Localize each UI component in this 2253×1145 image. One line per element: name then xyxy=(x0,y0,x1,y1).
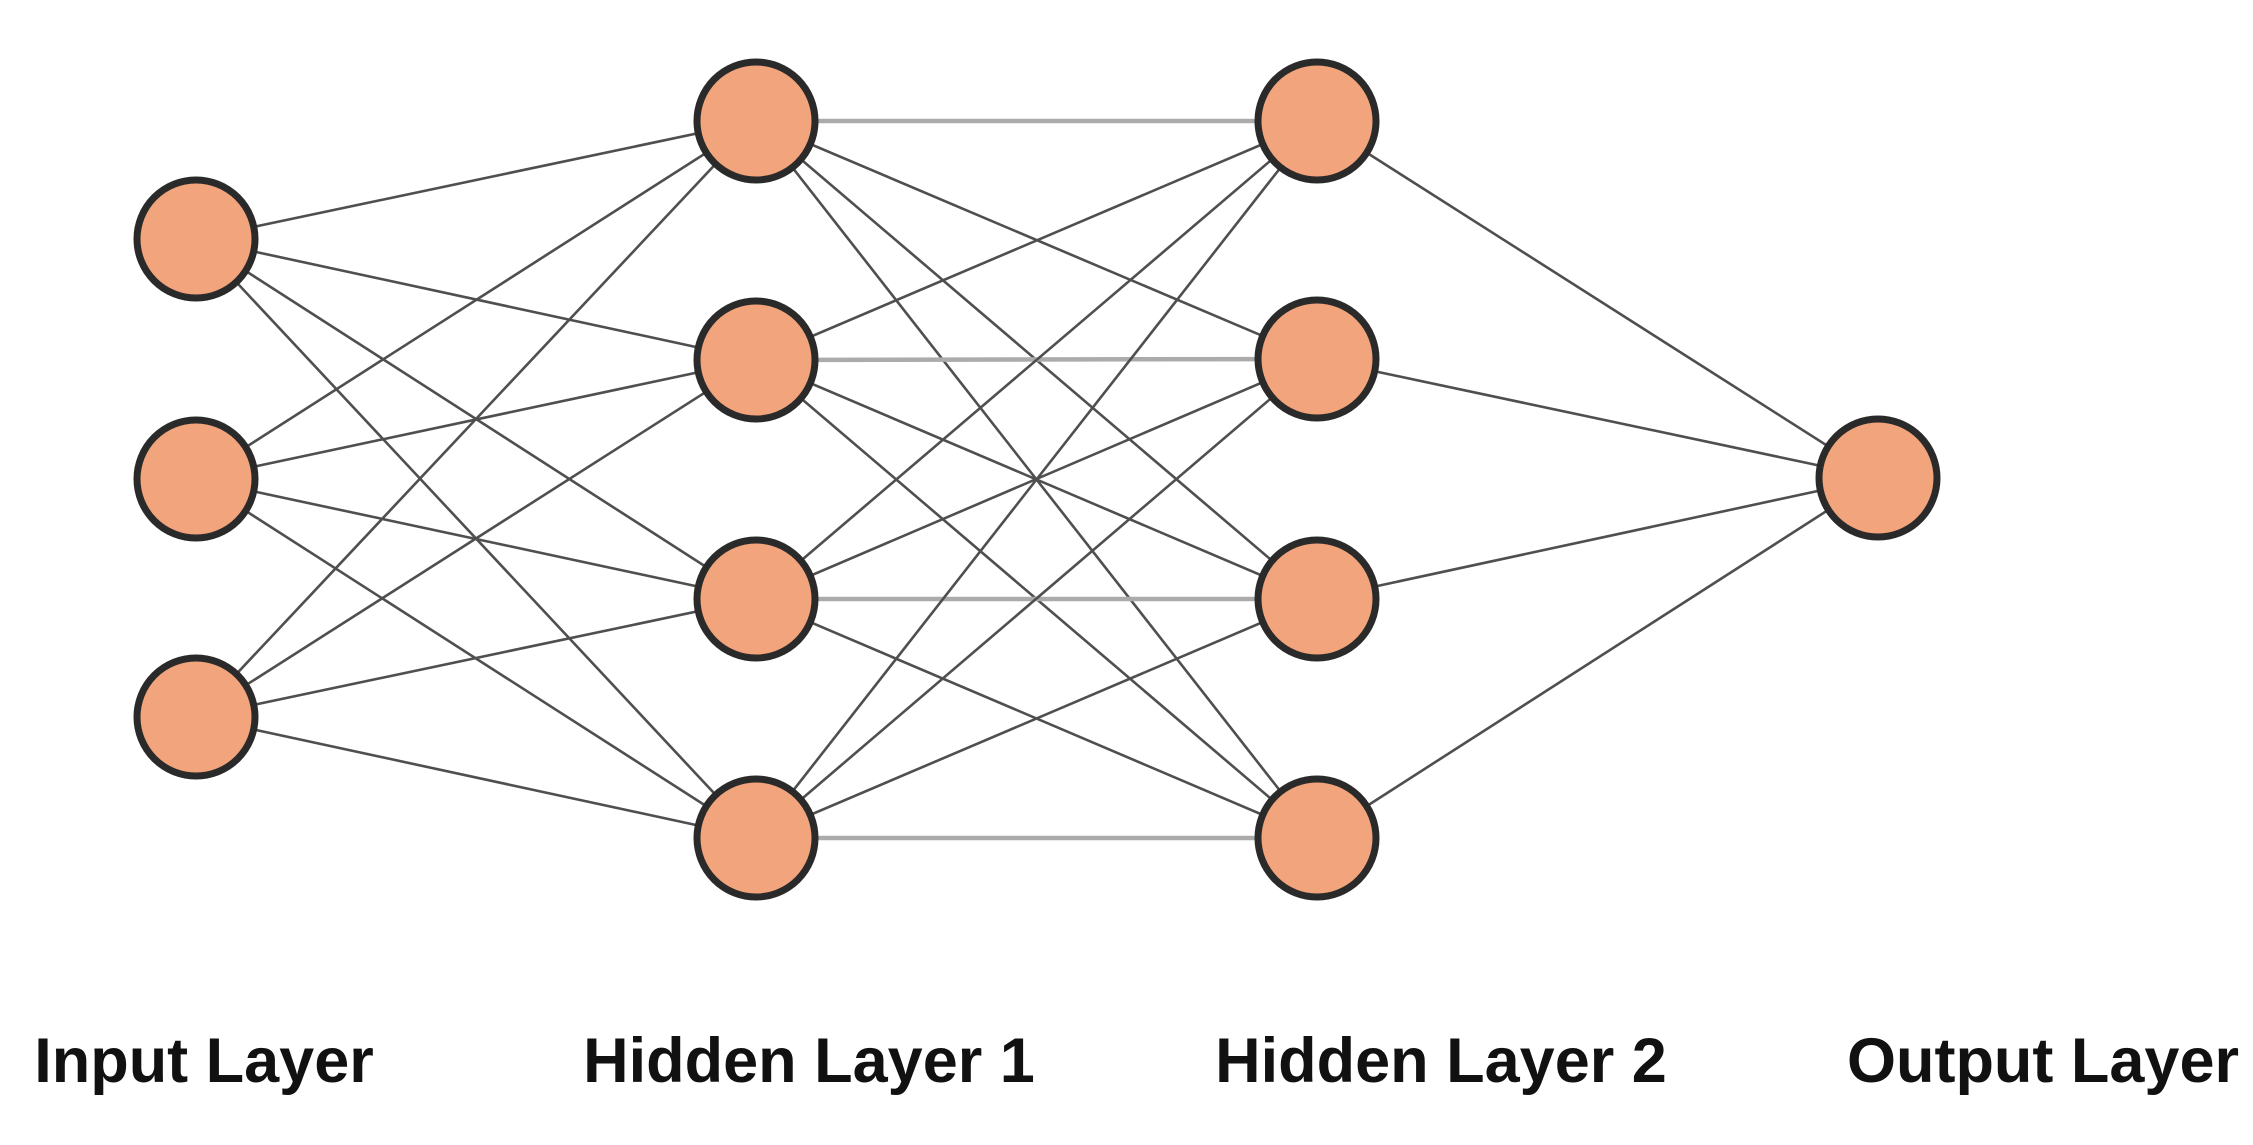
node-hidden1-1 xyxy=(693,58,819,184)
edge-input-1-to-hidden1-1 xyxy=(195,119,757,241)
node-hidden2-1 xyxy=(1254,58,1380,184)
layer-label-hidden1: Hidden Layer 1 xyxy=(583,1026,1035,1096)
node-output-1 xyxy=(1815,415,1941,541)
edge-hidden2-2-to-output-1 xyxy=(1316,357,1879,480)
edge-hidden1-4-to-hidden2-3 xyxy=(755,597,1318,840)
edge-input-3-to-hidden1-1 xyxy=(195,120,757,718)
edge-input-2-to-hidden1-1 xyxy=(195,119,757,481)
layer-label-input: Input Layer xyxy=(34,1026,374,1096)
edge-hidden1-3-to-hidden2-1 xyxy=(755,120,1318,600)
node-hidden2-2 xyxy=(1254,296,1380,422)
node-hidden2-3 xyxy=(1254,536,1380,662)
edge-input-3-to-hidden1-4 xyxy=(195,715,757,840)
nodes-group xyxy=(133,58,1941,901)
edge-hidden2-4-to-output-1 xyxy=(1316,476,1879,840)
node-hidden1-3 xyxy=(693,536,819,662)
edge-input-3-to-hidden1-2 xyxy=(195,358,757,719)
node-input-2 xyxy=(133,416,259,542)
edge-hidden2-1-to-output-1 xyxy=(1316,119,1879,480)
layer-label-hidden2: Hidden Layer 2 xyxy=(1215,1026,1667,1096)
node-hidden1-2 xyxy=(693,297,819,423)
edge-hidden1-4-to-hidden2-2 xyxy=(755,358,1318,839)
labels-group: Input Layer Hidden Layer 1 Hidden Layer … xyxy=(34,1026,2239,1096)
layer-label-output: Output Layer xyxy=(1847,1026,2239,1096)
edge-hidden1-2-to-hidden2-1 xyxy=(755,119,1318,362)
edge-input-3-to-hidden1-3 xyxy=(195,597,757,719)
edges-group xyxy=(195,118,1879,841)
node-input-1 xyxy=(133,176,259,302)
node-input-3 xyxy=(133,654,259,780)
node-hidden1-4 xyxy=(693,775,819,901)
node-hidden2-4 xyxy=(1254,775,1380,901)
edge-hidden1-4-to-hidden2-1 xyxy=(754,120,1319,839)
edge-hidden2-3-to-output-1 xyxy=(1316,476,1879,601)
